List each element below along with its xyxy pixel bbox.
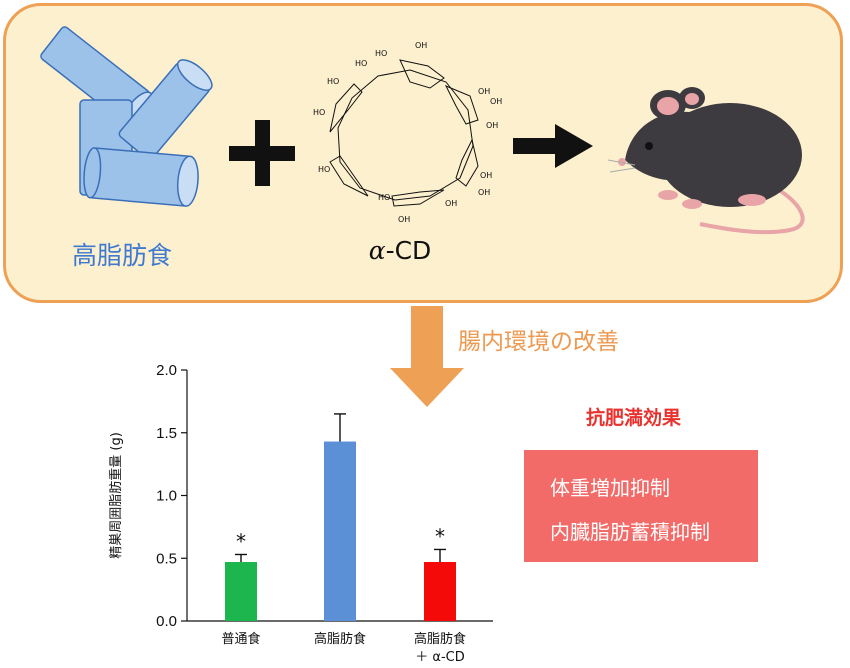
y-tick-label: 2.0 xyxy=(156,362,177,379)
cd-text: -CD xyxy=(385,236,432,265)
svg-text:OH: OH xyxy=(478,87,490,96)
mouse-icon xyxy=(607,87,805,235)
svg-text:HO: HO xyxy=(327,77,339,86)
anti-obesity-title: 抗肥満効果 xyxy=(586,407,682,429)
bar xyxy=(424,562,456,621)
alpha-cd-label: α-CD xyxy=(330,236,470,265)
significance-mark: * xyxy=(236,529,246,553)
x-tick-label: 普通食 xyxy=(221,631,260,647)
svg-text:HO: HO xyxy=(318,165,330,174)
svg-text:OH: OH xyxy=(486,121,498,130)
svg-text:HO: HO xyxy=(355,59,367,68)
svg-text:HO: HO xyxy=(378,193,390,202)
y-tick-label: 1.5 xyxy=(156,425,177,442)
alpha-symbol: α xyxy=(368,236,386,265)
svg-text:OH: OH xyxy=(480,171,492,180)
cyclodextrin-structure-icon xyxy=(329,59,479,207)
y-axis-label: 精巣周囲脂肪重量 (g) xyxy=(108,432,124,559)
fat-tubes-icon xyxy=(40,26,213,207)
y-tick-label: 0.5 xyxy=(156,550,177,567)
high-fat-diet-label: 高脂肪食 xyxy=(71,241,172,270)
svg-text:HO: HO xyxy=(375,49,387,58)
effect-item-visceral-fat: 内臓脂肪蓄積抑制 xyxy=(550,520,710,544)
x-tick-label: ＋ α-CD xyxy=(415,650,464,665)
x-tick-label: 高脂肪食 xyxy=(414,631,466,647)
right-arrow-icon xyxy=(513,124,593,168)
cyclodextrin-labels: OH OH OH OH OH OH OH OH HO HO HO HO HO H… xyxy=(313,41,502,224)
bar xyxy=(324,441,356,621)
y-tick-label: 0.0 xyxy=(156,613,177,630)
plus-icon xyxy=(229,120,295,186)
svg-text:HO: HO xyxy=(313,108,325,117)
svg-text:OH: OH xyxy=(398,215,410,224)
significance-mark: * xyxy=(435,524,445,548)
svg-text:OH: OH xyxy=(445,199,457,208)
bar xyxy=(225,562,257,621)
svg-text:OH: OH xyxy=(490,97,502,106)
y-tick-label: 1.0 xyxy=(156,488,177,505)
effects-box: 体重増加抑制 内臓脂肪蓄積抑制 xyxy=(524,450,758,562)
svg-text:OH: OH xyxy=(478,188,490,197)
effect-item-weight-gain: 体重増加抑制 xyxy=(550,476,670,500)
svg-text:OH: OH xyxy=(415,41,427,50)
downward-arrow-icon xyxy=(390,306,464,407)
x-tick-label: 高脂肪食 xyxy=(314,631,366,647)
gut-environment-improvement-text: 腸内環境の改善 xyxy=(458,329,619,355)
